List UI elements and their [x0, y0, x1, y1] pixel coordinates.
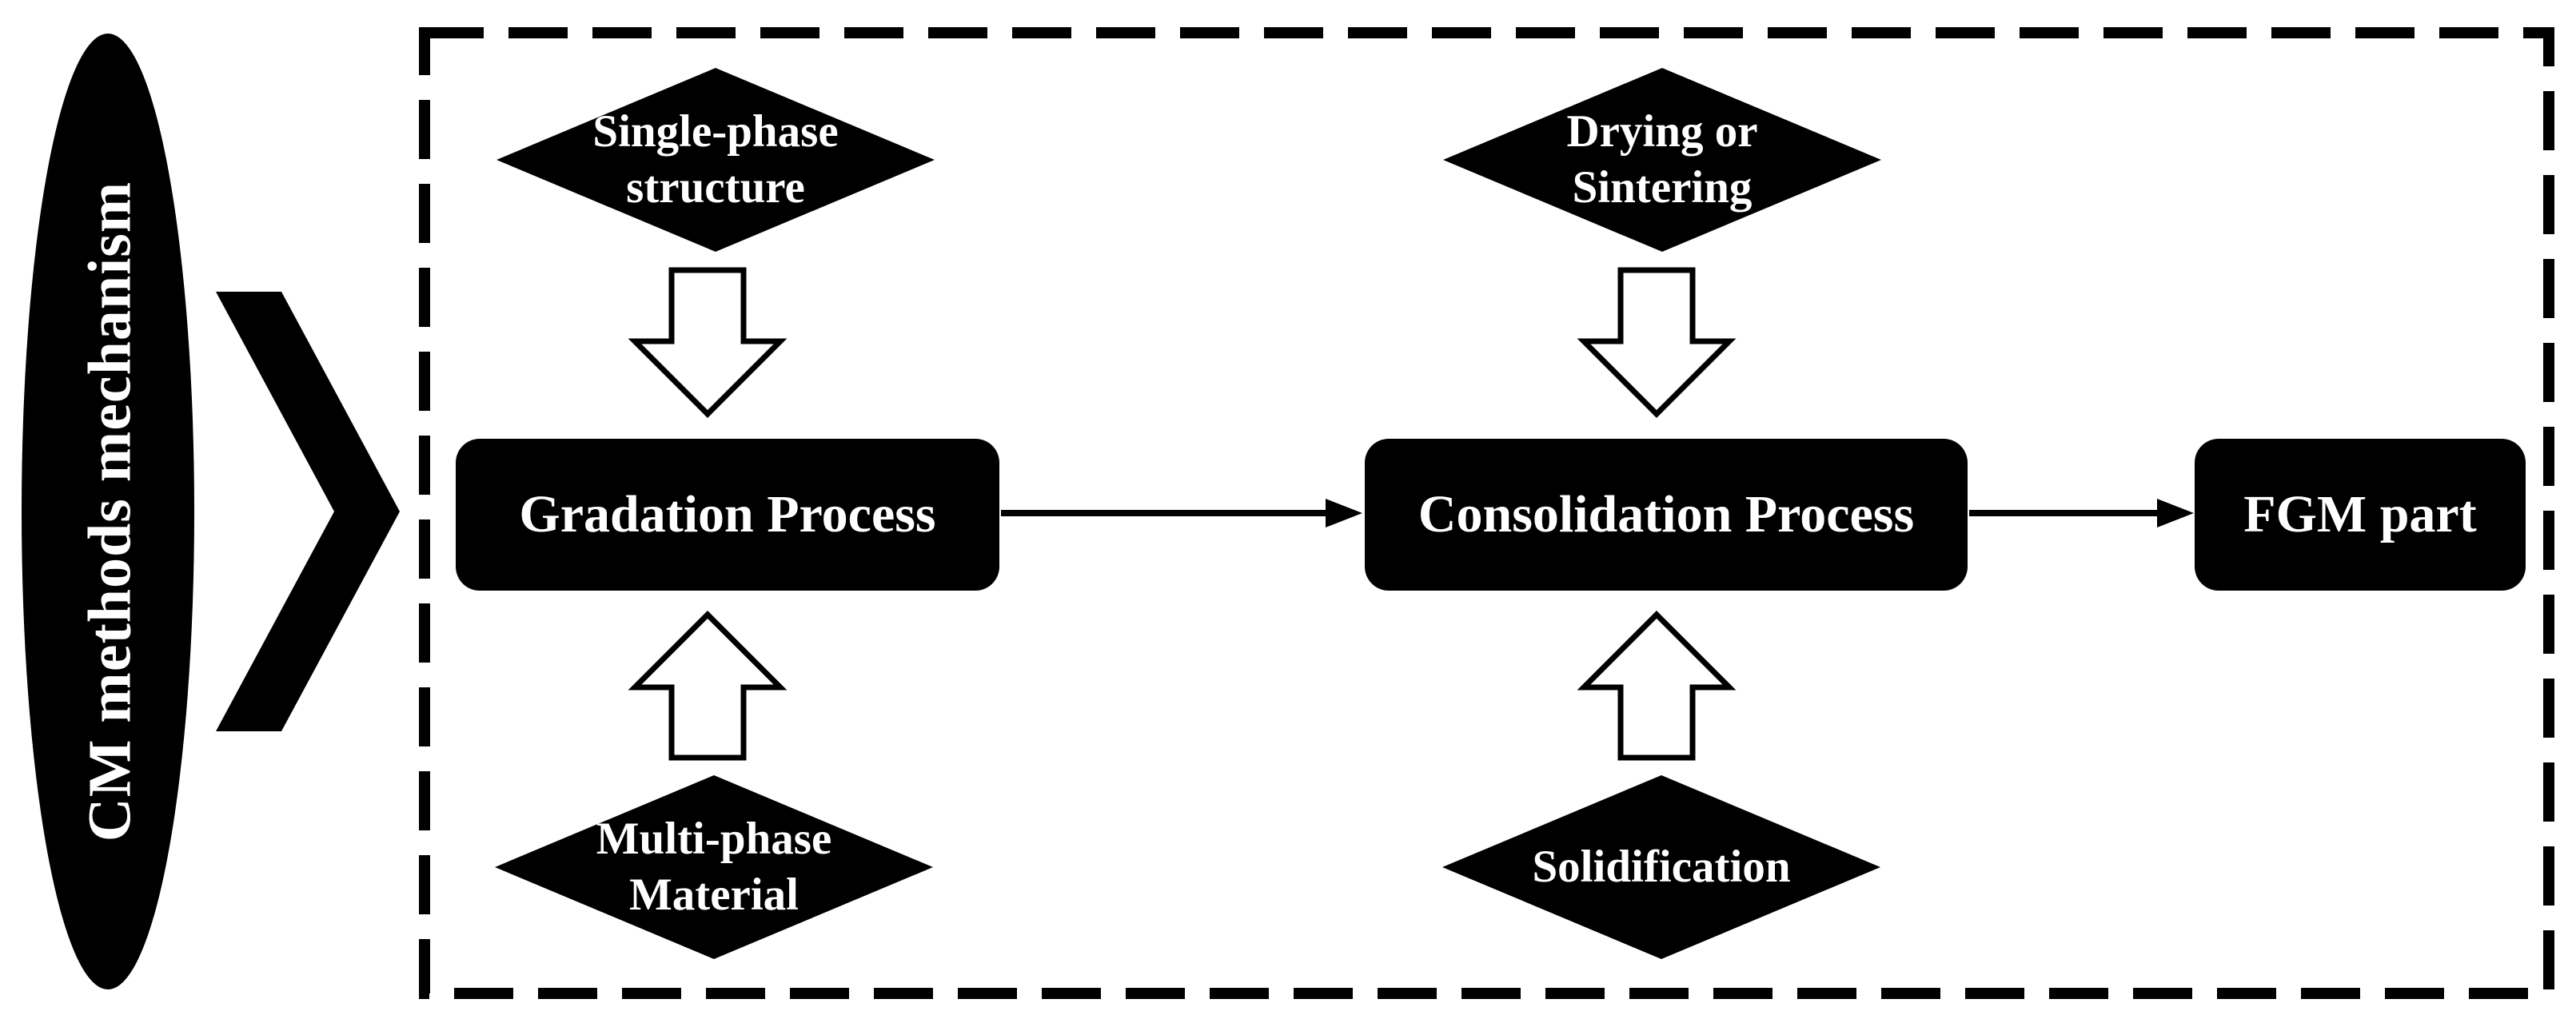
connector-consolidation-to-fgm — [1969, 499, 2194, 527]
arrowhead-right-icon — [1326, 499, 1362, 527]
up-arrow-icon — [628, 611, 788, 761]
dashed-boundary-box — [419, 27, 2554, 999]
connector-gradation-to-consolidation — [1001, 499, 1362, 527]
up-arrow-icon — [1577, 611, 1737, 761]
arrowhead-right-icon — [2157, 499, 2194, 527]
chevron-right-icon — [216, 292, 400, 731]
box-consolidation-process: Consolidation Process — [1365, 439, 1968, 591]
down-arrow-icon — [628, 267, 788, 418]
box-gradation-process: Gradation Process — [456, 439, 999, 591]
mechanism-ellipse — [22, 34, 194, 989]
box-fgm-part: FGM part — [2195, 439, 2526, 591]
mechanism-label: CM methods mechanism — [76, 181, 144, 842]
down-arrow-icon — [1577, 267, 1737, 418]
